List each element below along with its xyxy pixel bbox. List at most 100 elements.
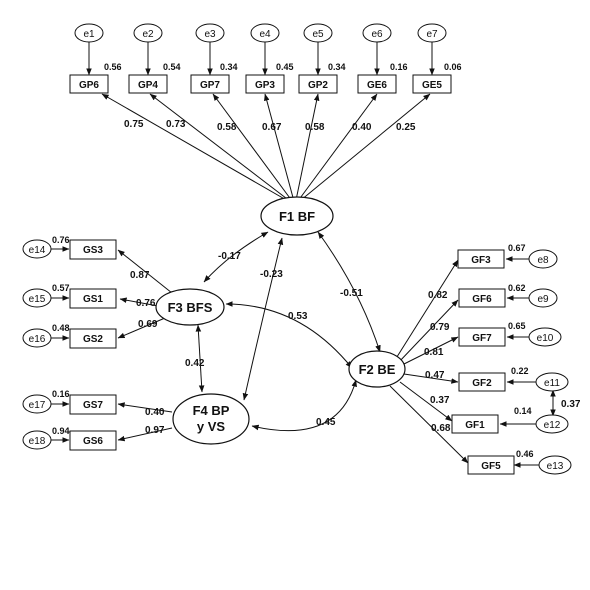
item-gs2-label: GS2 xyxy=(83,334,103,345)
f1-f3-covariance xyxy=(203,231,269,283)
f1-gp2-path xyxy=(294,93,320,206)
f4-gs7-path xyxy=(117,402,173,413)
factor-f1 xyxy=(260,196,334,236)
ge5-r2: 0.06 xyxy=(444,62,462,72)
item-gf7-label: GF7 xyxy=(472,333,492,344)
gs6-r2: 0.94 xyxy=(52,426,70,436)
gs3-r2: 0.76 xyxy=(52,235,70,245)
item-ge6-label: GE6 xyxy=(367,80,387,91)
error-e6-label: e6 xyxy=(371,29,383,40)
f1-f4-corr: -0.23 xyxy=(260,269,283,280)
gf5-loading: 0.68 xyxy=(431,423,451,434)
factor-f3 xyxy=(155,288,225,326)
error-e8-label: e8 xyxy=(537,255,549,266)
item-gf3-label: GF3 xyxy=(471,255,491,266)
error-e11 xyxy=(535,372,569,392)
f1-indicators: e1 0.56 GP6 e2 0.54 GP4 e3 0.34 GP7 e4 0… xyxy=(69,23,462,94)
gf6-loading: 0.79 xyxy=(430,322,450,333)
factor-f1-label: F1 BF xyxy=(279,209,315,224)
item-gs1 xyxy=(69,288,117,309)
error-e17 xyxy=(22,394,52,414)
error-e11-label: e11 xyxy=(544,378,560,389)
f2-gf7-path xyxy=(401,336,459,366)
error-e7-label: e7 xyxy=(426,29,438,40)
item-gf1 xyxy=(451,414,499,434)
item-gf2 xyxy=(458,372,506,392)
error-e12-label: e12 xyxy=(544,420,561,431)
factor-f4-label-line1: F4 BP xyxy=(193,403,230,418)
error-e15-label: e15 xyxy=(29,294,46,305)
correlation-labels: -0.17 -0.23 -0.51 0.53 0.42 0.45 0.37 xyxy=(185,251,581,428)
f3-f4-corr: 0.42 xyxy=(185,358,205,369)
gs2-r2: 0.48 xyxy=(52,323,70,333)
item-gp6 xyxy=(69,74,109,94)
f1-ge5-path xyxy=(294,93,431,206)
f4-gs6-path xyxy=(117,427,173,442)
item-gp6-label: GP6 xyxy=(79,80,99,91)
item-gs7 xyxy=(69,394,117,415)
f2-gf5-path xyxy=(389,385,469,464)
gf5-r2: 0.46 xyxy=(516,449,534,459)
item-gs3 xyxy=(69,239,117,260)
f2-gf6-path xyxy=(397,299,459,364)
item-gf3 xyxy=(457,249,505,269)
factor-f2-label: F2 BE xyxy=(359,362,396,377)
error-e16-label: e16 xyxy=(29,334,46,345)
error-e14-label: e14 xyxy=(29,245,46,256)
gs1-r2: 0.57 xyxy=(52,283,70,293)
error-e15 xyxy=(22,288,52,308)
item-gp2-label: GP2 xyxy=(308,80,328,91)
item-gp7 xyxy=(190,74,230,94)
error-e7 xyxy=(417,23,447,43)
gs2-loading: 0.69 xyxy=(138,319,158,330)
error-e9 xyxy=(528,288,558,308)
item-gs1-label: GS1 xyxy=(83,294,103,305)
f1-gp7-path xyxy=(212,93,296,206)
gs6-loading: 0.97 xyxy=(145,425,165,436)
f3-f2-corr: 0.53 xyxy=(288,311,308,322)
error-e5-label: e5 xyxy=(312,29,324,40)
error-e5 xyxy=(303,23,333,43)
f1-gp6-path xyxy=(101,93,296,206)
f2-gf3-path xyxy=(394,259,459,361)
gp2-loading: 0.58 xyxy=(305,122,325,133)
item-gp4 xyxy=(128,74,168,94)
gp3-r2: 0.45 xyxy=(276,62,294,72)
gp4-loading: 0.73 xyxy=(166,119,186,130)
item-gp2 xyxy=(298,74,338,94)
latent-factors: F1 BF F3 BFS F2 BE F4 BP y VS xyxy=(155,196,406,445)
gp6-loading: 0.75 xyxy=(124,119,144,130)
f3-f2-covariance xyxy=(225,301,353,369)
error-e13-label: e13 xyxy=(547,461,564,472)
error-e1 xyxy=(74,23,104,43)
error-e10-label: e10 xyxy=(537,333,554,344)
factor-f4 xyxy=(172,393,250,445)
gf2-r2: 0.22 xyxy=(511,366,529,376)
factor-f2 xyxy=(348,350,406,388)
f1-f4-covariance xyxy=(242,237,284,401)
item-gf5-label: GF5 xyxy=(481,461,501,472)
item-ge6 xyxy=(357,74,397,94)
gf7-loading: 0.81 xyxy=(424,347,444,358)
item-gf2-label: GF2 xyxy=(472,378,492,389)
item-gs3-label: GS3 xyxy=(83,245,103,256)
item-gp3 xyxy=(245,74,285,94)
item-gf6-label: GF6 xyxy=(472,294,492,305)
item-ge5 xyxy=(412,74,452,94)
item-ge5-label: GE5 xyxy=(422,80,442,91)
gf2-loading: 0.47 xyxy=(425,370,445,381)
error-e8 xyxy=(528,249,558,269)
ge6-r2: 0.16 xyxy=(390,62,408,72)
item-gp3-label: GP3 xyxy=(255,80,275,91)
error-e3-label: e3 xyxy=(204,29,216,40)
f4-f2-covariance xyxy=(251,379,357,432)
item-gf7 xyxy=(458,327,506,347)
f1-f3-corr: -0.17 xyxy=(218,251,241,262)
gf3-loading: 0.82 xyxy=(428,290,448,301)
gp7-loading: 0.58 xyxy=(217,122,237,133)
gs1-loading: 0.76 xyxy=(136,298,156,309)
error-e18 xyxy=(22,430,52,450)
gs3-loading: 0.87 xyxy=(130,270,150,281)
item-gf1-label: GF1 xyxy=(465,420,485,431)
